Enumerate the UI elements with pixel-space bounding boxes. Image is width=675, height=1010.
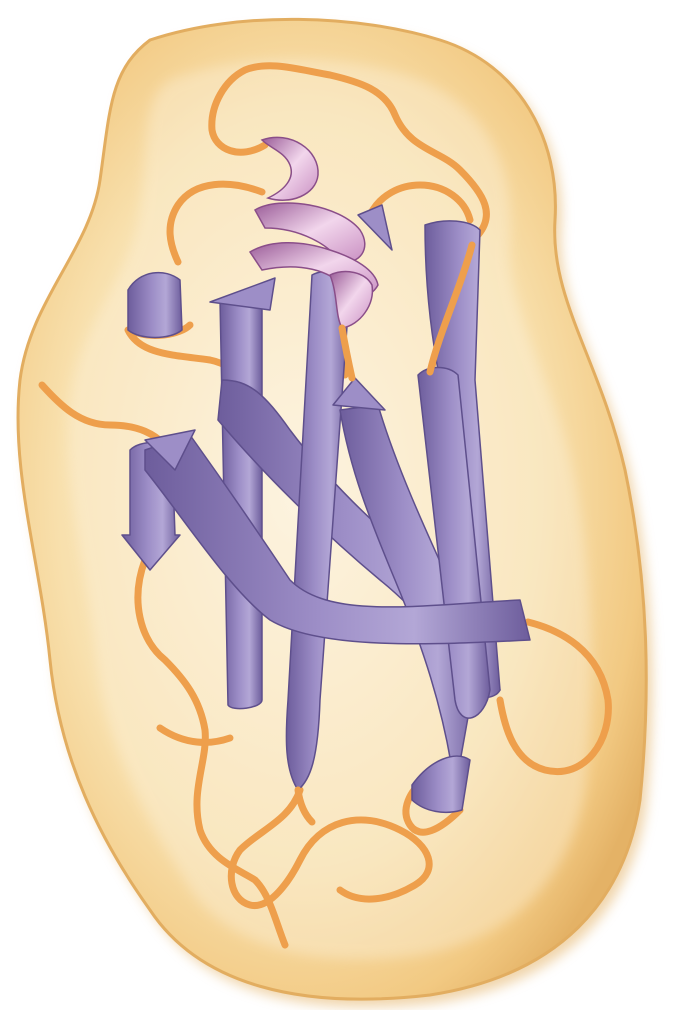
strand-left-short xyxy=(128,273,182,338)
